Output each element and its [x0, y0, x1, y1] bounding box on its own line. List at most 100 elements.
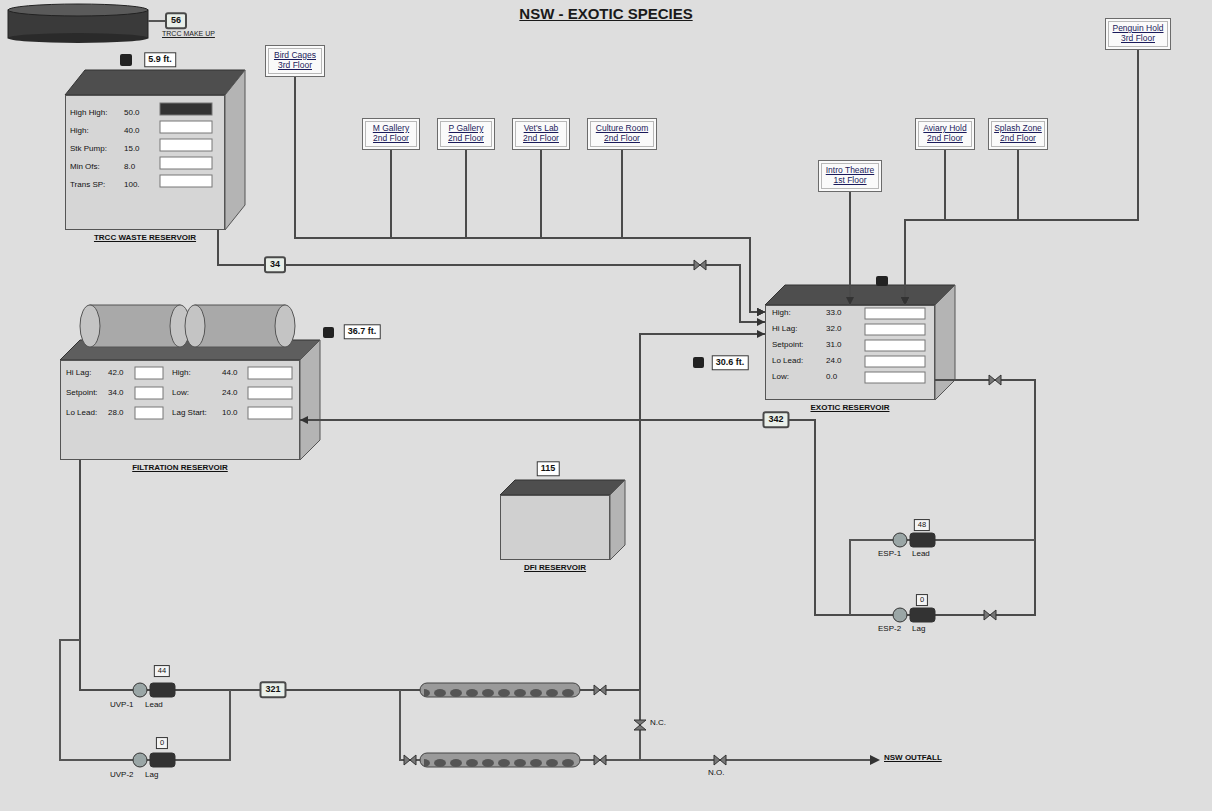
table-cell: Hi Lag: [772, 325, 797, 333]
node-text: TRCC WASTE RESERVOIR [36, 233, 254, 242]
table-cell: Setpoint: [772, 341, 804, 349]
table-cell: 50.0 [124, 109, 140, 117]
table-cell: 0.0 [826, 373, 837, 381]
table-cell: 32.0 [826, 325, 842, 333]
table-cell: 40.0 [124, 127, 140, 135]
dfi-tank-part [610, 480, 625, 560]
node-text: Vet's Lab 2nd Floor [517, 124, 565, 144]
destination-box: Penguin Hold 3rd Floor [1105, 18, 1171, 50]
table-cell: High: [70, 127, 89, 135]
destination-box: Bird Cages 3rd Floor [265, 45, 325, 77]
exotic-tank [693, 276, 955, 400]
table-cell: Low: [772, 373, 789, 381]
filtration-tank-part [135, 387, 163, 399]
valve-part [989, 375, 1001, 385]
filtration-tank-part [248, 367, 292, 379]
dfi-tank-part [500, 495, 610, 560]
pumps [133, 533, 935, 767]
pump-part [150, 683, 175, 697]
table-cell: Low: [172, 389, 189, 397]
level-display: 5.9 ft. [144, 52, 176, 67]
table-cell: High High: [70, 109, 107, 117]
trcc-waste-tank-part [65, 70, 245, 95]
pump-part [133, 683, 147, 697]
trcc-waste-tank-part [160, 103, 212, 115]
destination-box: P Gallery 2nd Floor [437, 118, 495, 150]
pump-part [133, 753, 147, 767]
trcc-waste-tank-part [160, 175, 212, 187]
makeup-tank-part [8, 4, 148, 16]
destination-box: Vet's Lab 2nd Floor [512, 118, 570, 150]
table-cell: UVP-1 [110, 701, 134, 709]
pump-tag: 44 [154, 665, 170, 677]
trcc-waste-tank [65, 54, 245, 230]
uv-filter-part [424, 753, 576, 767]
pump-part [893, 533, 907, 547]
table-cell: Min Ofs: [70, 163, 100, 171]
level-display: 115 [537, 461, 560, 476]
exotic-tank-part [865, 340, 925, 351]
table-cell: Lag [145, 771, 158, 779]
table-cell: UVP-2 [110, 771, 134, 779]
table-cell: Stk Pump: [70, 145, 107, 153]
valve-part [694, 260, 706, 270]
pipe-connector [622, 150, 765, 312]
valve-part [594, 755, 606, 765]
trcc-waste-tank-part [160, 139, 212, 151]
trcc-waste-tank-part [160, 157, 212, 169]
tank-label: TRCC MAKE UP [162, 30, 215, 37]
filtration-tank-part [80, 305, 100, 347]
filtration-tank-part [195, 305, 285, 347]
filtration-tank-part [135, 367, 163, 379]
node-text: Intro Theatre 1st Floor [823, 166, 877, 186]
table-cell: 10.0 [222, 409, 238, 417]
node-text: Bird Cages 3rd Floor [270, 51, 320, 71]
uv-filter-part [424, 683, 576, 697]
table-cell: Trans SP: [70, 181, 105, 189]
filtration-tank-part [300, 340, 320, 460]
level-display: 36.7 ft. [344, 324, 381, 339]
exotic-tank-part [693, 357, 704, 368]
dfi-tank-part [500, 480, 625, 495]
trcc-waste-tank-part [120, 54, 132, 66]
table-cell: 24.0 [826, 357, 842, 365]
reservoir: EXOTIC RESERVOIR [765, 305, 935, 400]
dfi-tank [500, 480, 625, 560]
makeup-tank-part [8, 33, 148, 43]
pipe-part [60, 640, 230, 760]
pipe-connector [300, 380, 1035, 615]
node-text: Penguin Hold 3rd Floor [1110, 24, 1166, 44]
pump-tag: 0 [916, 594, 928, 606]
table-cell: Lo Lead: [66, 409, 97, 417]
pipe-connector [905, 150, 1018, 305]
pipe-connector [905, 50, 1138, 305]
filtration-tank-part [275, 305, 295, 347]
pipe-part [850, 540, 1035, 615]
pipe-connector [466, 150, 765, 312]
table-cell: Lead [912, 550, 930, 558]
destination-box: Intro Theatre 1st Floor [818, 160, 882, 192]
trcc-waste-tank-part [225, 70, 245, 230]
filtration-tank-part [185, 305, 205, 347]
pipe-part [400, 690, 870, 760]
pipe-connector [905, 150, 945, 305]
node-text: Splash Zone 2nd Floor [993, 124, 1043, 144]
uv-filters [420, 683, 580, 767]
exotic-tank-part [876, 276, 888, 286]
destination-box: Culture Room 2nd Floor [587, 118, 657, 150]
uv-filter-part [420, 753, 580, 767]
table-cell: 33.0 [826, 309, 842, 317]
valves [404, 260, 1001, 765]
table-cell: High: [172, 369, 191, 377]
valve-part [714, 755, 726, 765]
pipes [60, 540, 1035, 760]
valve-part [404, 755, 416, 765]
table-cell: 8.0 [124, 163, 135, 171]
outfall-label: NSW OUTFALL [884, 754, 942, 762]
makeup-tank-part [148, 20, 166, 22]
pump-part [150, 753, 175, 767]
node-text: Culture Room 2nd Floor [592, 124, 652, 144]
exotic-tank-part [865, 324, 925, 335]
